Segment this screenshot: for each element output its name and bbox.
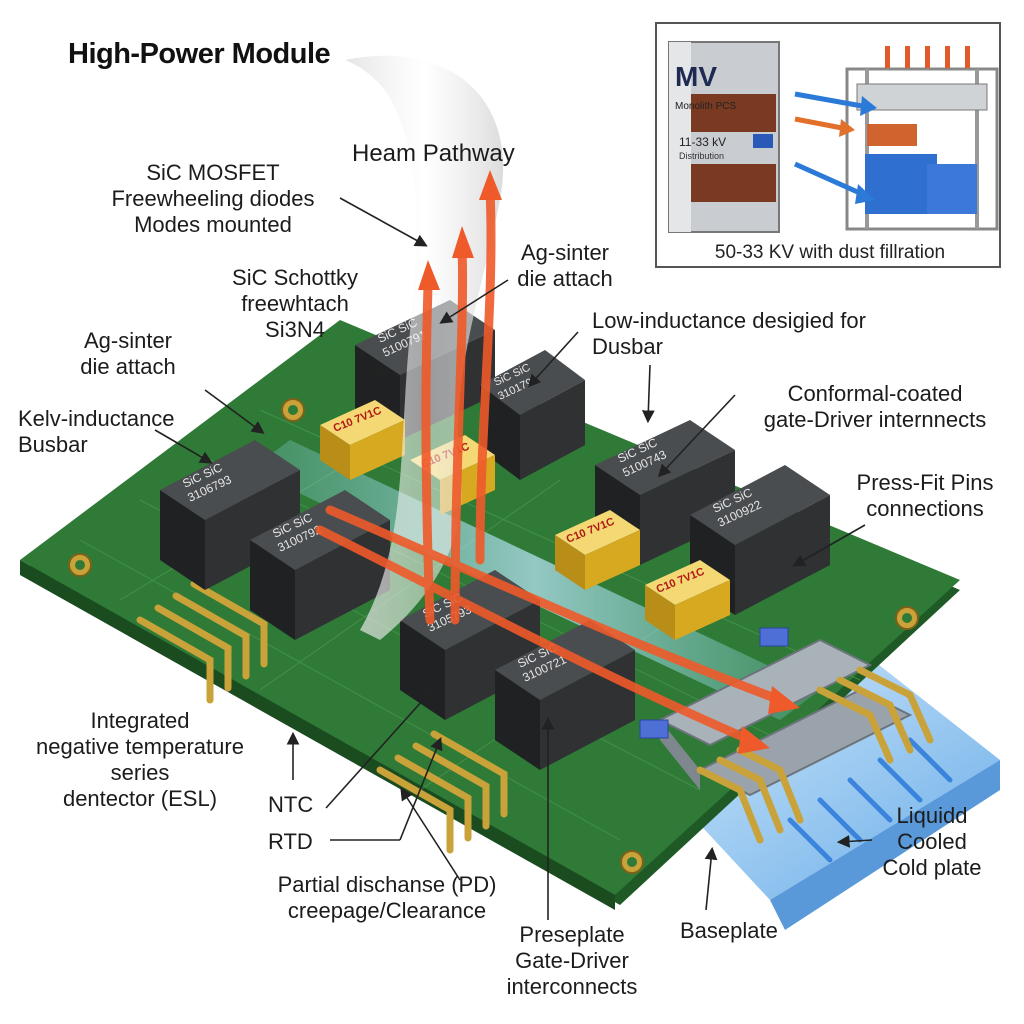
label-sic-mosfet: SiC MOSFET Freewheeling diodes Modes mou… — [111, 160, 315, 237]
label-kelv-inductance: Kelv-inductance Busbar — [18, 406, 175, 457]
label-preseplate: Preseplate Gate-Driver interconnects — [506, 922, 638, 999]
inset-range: 11-33 kV — [679, 135, 726, 149]
label-ag-sinter-right: Ag-sinter die attach — [517, 240, 613, 291]
inset-mv: MV — [675, 61, 717, 92]
chip-4: SiC SiC 3100721 — [495, 620, 635, 770]
heat-arrowhead-4 — [738, 726, 770, 754]
heat-arrows — [315, 185, 785, 745]
inset-arrow-2 — [794, 116, 843, 131]
label-liquid-cooled: Liquidd Cooled Cold plate — [882, 803, 982, 880]
label-press-fit: Press-Fit Pins connections — [856, 470, 994, 521]
mv-system-illustration: MV Monolith PCS 11-33 kV Distribution — [668, 41, 999, 233]
press-fit-pins — [136, 580, 934, 854]
label-rtd: RTD — [268, 829, 313, 854]
mv-system-inset: MV Monolith PCS 11-33 kV Distribution 50… — [655, 22, 1001, 268]
heat-arrowhead-2 — [452, 226, 474, 258]
label-ntc: NTC — [268, 792, 314, 817]
inset-pcs: Monolith PCS — [675, 101, 736, 112]
label-integrated: Integrated negative temperature series d… — [36, 708, 244, 811]
inset-arrow-3 — [793, 161, 864, 197]
chip-1: SiC SiC 3106793 — [160, 440, 300, 590]
label-conformal: Conformal-coated gate-Driver internnects — [763, 381, 987, 432]
inset-sub: Distribution — [679, 151, 724, 161]
leader-lines — [154, 197, 873, 920]
capacitor-3: C10 7V1C — [645, 560, 730, 640]
inset-caption: 50-33 KV with dust fillration — [714, 242, 946, 263]
cold-plate — [640, 650, 1000, 930]
capacitor-2: C10 7V1C — [555, 510, 640, 590]
label-sic-schottky: SiC Schottky freewhtach Si3N4 — [232, 265, 358, 342]
label-ag-sinter-left: Ag-sinter die attach — [80, 328, 176, 379]
inset-arrow-1 — [794, 91, 863, 109]
heat-arrowhead-5 — [768, 686, 800, 714]
label-partial-discharge: Partial dischanse (PD) creepage/Clearanc… — [277, 872, 497, 923]
heat-arrowhead-1 — [418, 260, 440, 290]
diagram-title: High-Power Module — [68, 38, 331, 70]
label-baseplate: Baseplate — [680, 918, 778, 943]
busbar-channel — [250, 440, 820, 720]
label-heam-pathway: Heam Pathway — [352, 140, 515, 167]
heat-arrowhead-3 — [479, 170, 502, 200]
label-low-inductance: Low-inductance desigied for Dusbar — [592, 308, 866, 359]
